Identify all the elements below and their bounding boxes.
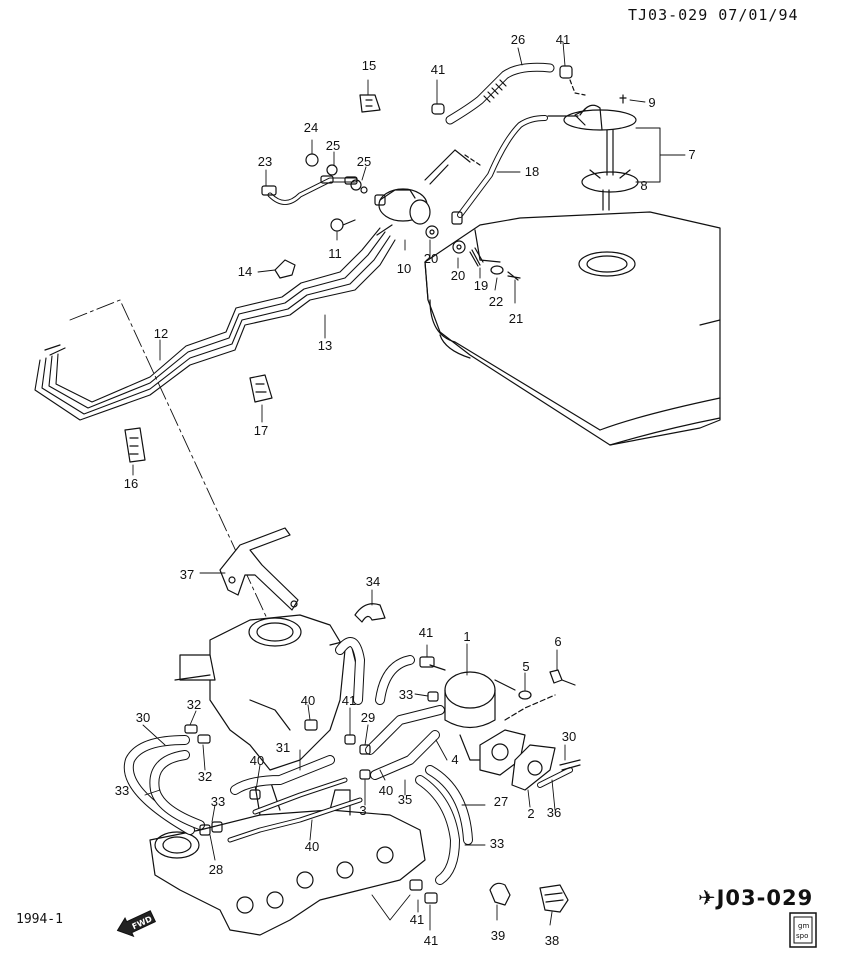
fwd-arrow-icon: FWD: [116, 910, 157, 938]
washer-5: [518, 690, 532, 700]
callout-20: 20: [451, 268, 465, 283]
callout-33: 33: [399, 687, 413, 702]
fuel-line-18: [424, 115, 548, 225]
fuel-pump: [419, 656, 526, 776]
callout-41: 41: [410, 912, 424, 927]
callout-3: 3: [359, 803, 366, 818]
callout-32: 32: [187, 697, 201, 712]
engine-carburetor: [174, 614, 361, 771]
fuel-tubes-12-13: [34, 224, 396, 421]
callout-30: 30: [562, 729, 576, 744]
callout-23: 23: [258, 154, 272, 169]
callout-11: 11: [328, 246, 342, 261]
callout-41: 41: [556, 32, 570, 47]
callout-28: 28: [209, 862, 223, 877]
callout-37: 37: [180, 567, 194, 582]
intake-manifold: [149, 779, 426, 936]
callout-27: 27: [494, 794, 508, 809]
callout-13: 13: [318, 338, 332, 353]
callout-33: 33: [115, 783, 129, 798]
callout-9: 9: [648, 95, 655, 110]
callout-40: 40: [301, 693, 315, 708]
diagram-code-symbol: ✈: [698, 886, 717, 910]
callout-12: 12: [154, 326, 168, 341]
callout-22: 22: [489, 294, 503, 309]
logo-spo: spo: [796, 932, 808, 940]
clip-16: [124, 427, 146, 463]
logo-gm: gm: [798, 922, 809, 930]
callout-21: 21: [509, 311, 523, 326]
leader-lines: [132, 41, 686, 931]
hose-26: [431, 62, 586, 125]
diagram-code: ✈J03-029: [698, 886, 813, 910]
callout-40: 40: [305, 839, 319, 854]
callout-33: 33: [490, 836, 504, 851]
callout-25: 25: [357, 154, 371, 169]
callout-25: 25: [326, 138, 340, 153]
callout-17: 17: [254, 423, 268, 438]
clip-34: [354, 603, 386, 623]
callout-40: 40: [250, 753, 264, 768]
callout-4: 4: [451, 752, 458, 767]
bolt-6: [549, 669, 576, 686]
gasket-3: [511, 744, 556, 791]
clip-39: [489, 882, 511, 906]
document-id: TJ03-029 07/01/94: [628, 6, 799, 24]
callout-19: 19: [474, 278, 488, 293]
callout-18: 18: [525, 164, 539, 179]
callout-26: 26: [511, 32, 525, 47]
fuel-filter: [330, 188, 521, 281]
callout-41: 41: [431, 62, 445, 77]
callout-16: 16: [124, 476, 138, 491]
callout-29: 29: [361, 710, 375, 725]
callout-15: 15: [362, 58, 376, 73]
diagram-code-text: J03-029: [716, 886, 814, 910]
callout-10: 10: [397, 261, 411, 276]
clip-38: [539, 884, 569, 913]
callout-41: 41: [424, 933, 438, 948]
callout-41: 41: [342, 693, 356, 708]
callout-36: 36: [547, 805, 561, 820]
callout-41: 41: [419, 625, 433, 640]
callout-14: 14: [238, 264, 252, 279]
callout-1: 1: [463, 629, 470, 644]
callout-5: 5: [522, 659, 529, 674]
year-code: 1994-1: [16, 912, 63, 927]
clip-14: [274, 259, 296, 279]
fuel-line-23: [261, 153, 368, 205]
callout-40: 40: [379, 783, 393, 798]
callout-35: 35: [398, 792, 412, 807]
callout-6: 6: [554, 634, 561, 649]
callout-39: 39: [491, 928, 505, 943]
callout-8: 8: [640, 178, 647, 193]
clip-15: [359, 94, 381, 113]
callout-30: 30: [136, 710, 150, 725]
callout-24: 24: [304, 120, 318, 135]
clip-17: [249, 374, 273, 403]
gm-spo-logo: gm spo: [789, 912, 817, 948]
fuel-tank: [424, 211, 721, 446]
fuel-sender-unit: [547, 94, 681, 211]
callout-2: 2: [527, 806, 534, 821]
callout-32: 32: [198, 769, 212, 784]
bolt-4: [559, 759, 581, 771]
callout-7: 7: [688, 147, 695, 162]
rod-2: [537, 767, 573, 788]
fwd-label: FWD: [131, 914, 154, 931]
vacuum-hoses: [123, 637, 473, 885]
callout-31: 31: [276, 740, 290, 755]
bracket-37: [219, 527, 299, 611]
callout-34: 34: [366, 574, 380, 589]
callout-20: 20: [424, 251, 438, 266]
callout-33: 33: [211, 794, 225, 809]
callout-38: 38: [545, 933, 559, 948]
